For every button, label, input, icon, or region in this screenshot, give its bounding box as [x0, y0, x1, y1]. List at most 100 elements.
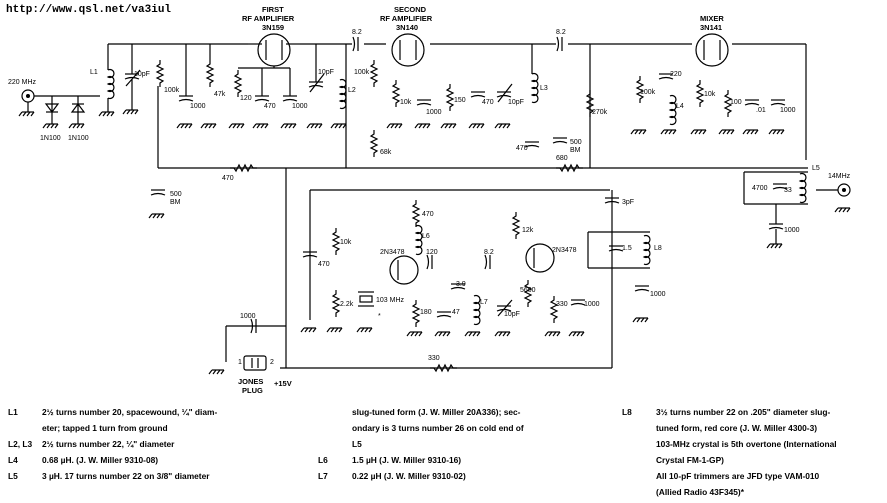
note-label: [318, 420, 352, 436]
mixer-title: MIXER: [700, 14, 724, 23]
oscillator-rails: [280, 168, 650, 369]
l2-label: L2: [348, 87, 356, 94]
osc-transistor-2: [525, 243, 555, 273]
c11-bm-label: BM: [570, 147, 581, 154]
r20-label: 5600: [520, 287, 536, 294]
c21-label: 3.9: [456, 281, 466, 288]
mixer-transistor: [695, 33, 729, 67]
c8-label: 470: [482, 99, 494, 106]
c23-label: 8.2: [484, 249, 494, 256]
second-rf-transistor: [391, 33, 425, 67]
stage2-title: SECOND: [394, 5, 427, 14]
l1-label: L1: [90, 69, 98, 76]
r2-label: 47k: [214, 91, 226, 98]
c10-label: 470: [516, 145, 528, 152]
output-connector: [816, 183, 851, 213]
output-tank: [743, 171, 808, 249]
c3-label: 470: [264, 103, 276, 110]
note-line: (Allied Radio 43F345)*: [622, 484, 884, 500]
c5-label: 10pF: [318, 69, 334, 76]
input-connector: [18, 89, 100, 117]
c29-label: 1000: [240, 313, 256, 320]
c26-label: 3pF: [622, 199, 634, 206]
note-text: 2½ turns number 20, spacewound, ¼" diam-: [42, 407, 218, 417]
l7-label: L7: [480, 299, 488, 306]
note-line: L5 3 µH. 17 turns number 22 on 3/8" diame…: [8, 468, 313, 484]
note-text: All 10-pF trimmers are JFD type VAM-010: [656, 471, 820, 481]
note-label: [318, 436, 352, 452]
l8-label: L8: [654, 245, 662, 252]
stage1-device: 3N159: [262, 23, 284, 32]
osc1-label: 2N3478: [380, 249, 405, 256]
top-signal-rail: [108, 43, 807, 160]
r16-label: 2.2k: [340, 301, 354, 308]
first-rf-transistor: [248, 33, 300, 67]
converter-schematic: 220 MHz 1N100 1N100 L1 10pF FIRST RF AMP…: [8, 5, 851, 395]
r17-label: 470: [422, 211, 434, 218]
l5-label: L5: [812, 165, 820, 172]
c17-label: 1000: [784, 227, 800, 234]
note-label: L2, L3: [8, 439, 33, 449]
input-freq-label: 220 MHz: [8, 79, 37, 86]
note-line: 103-MHz crystal is 5th overtone (Interna…: [622, 436, 884, 452]
crystal-mark: *: [378, 313, 381, 320]
c12-label: 8.2: [556, 29, 566, 36]
c24-label: 10pF: [504, 311, 520, 318]
note-line: All 10-pF trimmers are JFD type VAM-010: [622, 468, 884, 484]
stage2-subtitle: RF AMPLIFIER: [380, 14, 433, 23]
r15-label: 10k: [340, 239, 352, 246]
note-text: 2½ turns number 22, ¼" diameter: [42, 439, 175, 449]
note-text: slug-tuned form (J. W. Miller 20A336); s…: [352, 407, 521, 417]
bias-rail: [157, 44, 808, 169]
r1-label: 100k: [164, 87, 180, 94]
l6-label: L6: [422, 233, 430, 240]
l3-label: L3: [540, 85, 548, 92]
c11-label: 500: [570, 139, 582, 146]
crystal: [358, 291, 374, 307]
r22-label: 330: [428, 355, 440, 362]
grounds: [148, 123, 785, 337]
note-text: 103-MHz crystal is 5th overtone (Interna…: [656, 439, 837, 449]
r13-label: 4700: [752, 185, 768, 192]
note-label: [622, 484, 656, 500]
output-freq-label: 14MHz: [828, 173, 851, 180]
c15-label: 1000: [780, 107, 796, 114]
crystal-label: 103 MHz: [376, 297, 405, 304]
c19-label: 470: [318, 261, 330, 268]
note-label: [622, 452, 656, 468]
note-text: eter; tapped 1 turn from ground: [42, 423, 168, 433]
pin1-label: 1: [238, 359, 242, 366]
stage1-subtitle: RF AMPLIFIER: [242, 14, 295, 23]
note-line: tuned form, red core (J. W. Miller 4300-…: [622, 420, 884, 436]
note-text: 3 µH. 17 turns number 22 on 3/8" diamete…: [42, 471, 210, 481]
note-label: [622, 468, 656, 484]
note-text: 3½ turns number 22 on .205" diameter slu…: [656, 407, 831, 417]
r1: [156, 59, 164, 88]
note-line: ondary is 3 turns number 26 on cold end …: [318, 420, 618, 436]
coil-notes-column-1: L1 2½ turns number 20, spacewound, ¼" dia…: [8, 404, 313, 484]
note-text: 0.68 µH. (J. W. Miller 9310-08): [42, 455, 159, 465]
c16-label: 33: [784, 187, 792, 194]
trimmer-c1: [122, 44, 141, 115]
l4-label: L4: [676, 103, 684, 110]
coil-l1: [98, 44, 115, 117]
r19-label: 12k: [522, 227, 534, 234]
note-label: L1: [8, 407, 18, 417]
diode1-label: 1N100: [40, 135, 61, 142]
note-label: [8, 420, 42, 436]
r11-label: 10k: [704, 91, 716, 98]
r10-label: 100k: [640, 89, 656, 96]
note-label: L5: [8, 471, 18, 481]
mixer-device: 3N141: [700, 23, 722, 32]
c25-label: 1000: [584, 301, 600, 308]
c4-label: 1000: [292, 103, 308, 110]
note-line: slug-tuned form (J. W. Miller 20A336); s…: [318, 404, 618, 420]
source-url: http://www.qsl.net/va3iul: [6, 4, 172, 16]
note-text: 1.5 µH (J. W. Miller 9310-16): [352, 455, 462, 465]
coil-notes-column-2: slug-tuned form (J. W. Miller 20A336); s…: [318, 404, 618, 484]
note-line: eter; tapped 1 turn from ground: [8, 420, 313, 436]
